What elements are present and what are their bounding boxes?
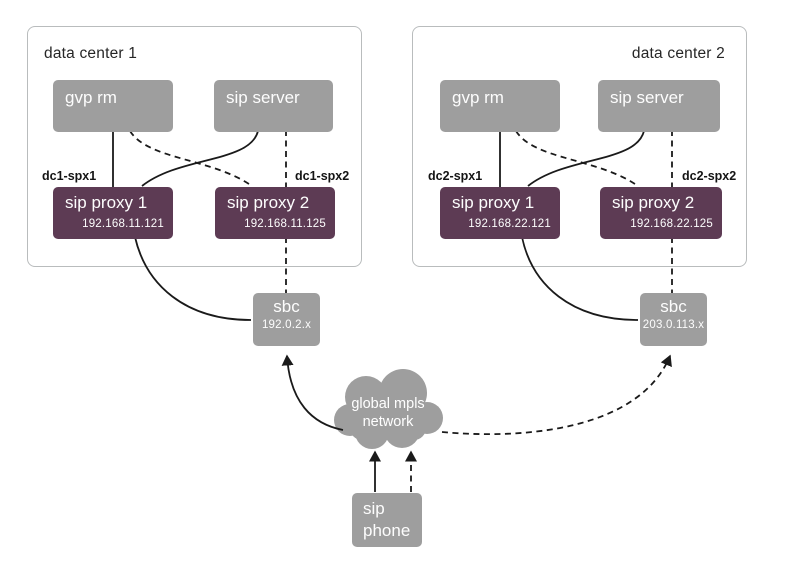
sbc1-label: sbc (273, 297, 300, 316)
mpls-cloud-label-line2: network (362, 413, 414, 430)
sbc1-node: sbc 192.0.2.x (253, 293, 320, 346)
dc2-title: data center 2 (631, 45, 725, 62)
dc2-proxy2-tag: dc2-spx2 (682, 169, 737, 183)
dc2-sip-server-node: sip server (598, 80, 720, 132)
dc2-proxy1-tag: dc2-spx1 (428, 169, 483, 183)
dc2-sip-proxy2-label: sip proxy 2 (612, 193, 695, 212)
dc1-sip-server-label: sip server (226, 88, 300, 107)
sbc2-node: sbc 203.0.113.x (640, 293, 707, 346)
sbc1-ip: 192.0.2.x (261, 319, 312, 331)
dc1-title: data center 1 (44, 45, 138, 62)
dc2-sip-proxy2-node: sip proxy 2 192.168.22.125 (600, 187, 722, 239)
dc1-sip-proxy1-label: sip proxy 1 (65, 193, 148, 212)
dc1-proxy1-tag: dc1-spx1 (42, 169, 97, 183)
sip-phone-label-line2: phone (363, 520, 411, 540)
dc2-gvp-rm-label: gvp rm (452, 88, 504, 107)
dc1-gvp-rm-label: gvp rm (65, 88, 117, 107)
dc1-sip-proxy2-node: sip proxy 2 192.168.11.125 (215, 187, 335, 239)
sbc2-ip: 203.0.113.x (642, 319, 705, 331)
edge-cloud-to-sbc2 (441, 354, 672, 436)
sip-phone-node: sip phone (352, 493, 422, 547)
dc1-sip-proxy1-node: sip proxy 1 192.168.11.121 (53, 187, 173, 239)
mpls-cloud-label-line1: global mpls (351, 396, 425, 412)
sbc2-label: sbc (660, 297, 687, 316)
dc1-sip-server-node: sip server (214, 80, 333, 132)
dc2-sip-proxy1-ip: 192.168.22.121 (468, 218, 551, 230)
dc1-sip-proxy2-label: sip proxy 2 (227, 193, 310, 212)
dc1-sip-proxy2-ip: 192.168.11.125 (244, 218, 326, 230)
dc2-gvp-rm-node: gvp rm (440, 80, 560, 132)
dc2-sip-proxy1-label: sip proxy 1 (452, 193, 535, 212)
sip-phone-label-line1: sip (363, 499, 385, 518)
dc2-sip-proxy2-ip: 192.168.22.125 (630, 218, 713, 230)
dc2-sip-proxy1-node: sip proxy 1 192.168.22.121 (440, 187, 560, 239)
dc1-gvp-rm-node: gvp rm (53, 80, 173, 132)
dc2-sip-server-label: sip server (610, 88, 684, 107)
dc1-proxy2-tag: dc1-spx2 (295, 169, 350, 183)
dc1-sip-proxy1-ip: 192.168.11.121 (82, 218, 164, 230)
mpls-cloud-label: global mpls network (335, 396, 441, 431)
